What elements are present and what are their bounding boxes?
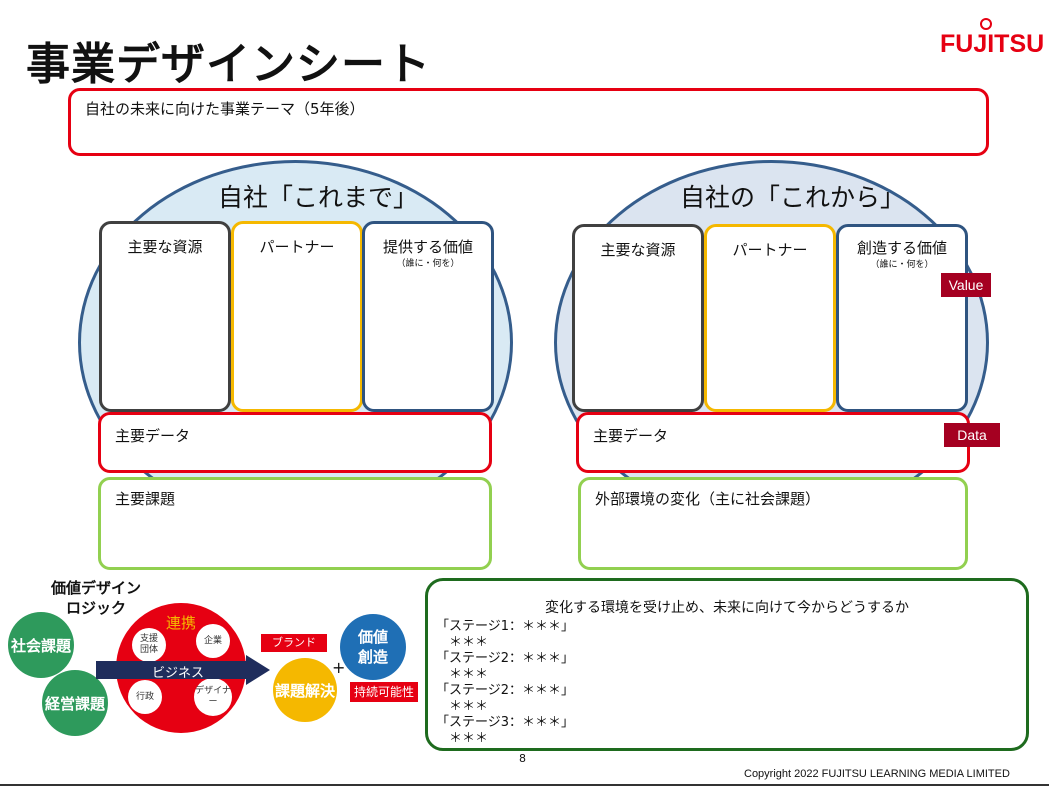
right-env-box[interactable]: 外部環境の変化（主に社会課題） (578, 477, 968, 570)
company-circle: 企業 (196, 624, 230, 658)
designer-circle: デザイナー (194, 678, 232, 716)
page-title: 事業デザインシート (26, 39, 431, 90)
logic-title: 価値デザイン ロジック (40, 578, 152, 618)
right-resources-label: 主要な資源 (600, 241, 676, 259)
logic-title-line1: 価値デザイン (50, 579, 141, 597)
stage-line: 「ステージ2：＊＊＊」 (436, 651, 575, 666)
left-value-label: 提供する価値 (382, 238, 473, 256)
stage-line: ＊＊＊ (436, 635, 489, 650)
right-circle-title: 自社の「これから」 (680, 183, 906, 212)
value-creation-line1: 価値 (357, 628, 388, 646)
right-env-label: 外部環境の変化（主に社会課題） (595, 490, 821, 508)
stage-line: 「ステージ3：＊＊＊」 (436, 715, 575, 730)
government-circle: 行政 (128, 680, 162, 714)
social-issues-circle: 社会課題 (8, 612, 74, 678)
stage-line: ＊＊＊ (436, 731, 489, 746)
business-label: ビジネス (152, 666, 205, 681)
footer-divider (0, 784, 1049, 786)
right-partner-label: パートナー (732, 241, 808, 259)
left-data-label: 主要データ (115, 427, 191, 445)
logo-text: FUJITSU (940, 30, 1045, 58)
right-partner-box[interactable]: パートナー (704, 224, 836, 412)
left-resources-box[interactable]: 主要な資源 (99, 221, 231, 412)
left-value-sub: （誰に・何を） (396, 259, 460, 269)
right-value-box[interactable]: 創造する価値 （誰に・何を） (836, 224, 968, 412)
stage-line: ＊＊＊ (436, 699, 489, 714)
left-data-box[interactable]: 主要データ (98, 412, 492, 473)
logo-infinity-icon (980, 18, 992, 30)
right-value-sub: （誰に・何を） (870, 260, 934, 270)
right-value-label: 創造する価値 (856, 239, 947, 257)
left-circle-title: 自社「これまで」 (218, 183, 419, 212)
right-data-label: 主要データ (593, 427, 669, 445)
collaboration-label: 連携 (166, 614, 197, 632)
management-issues-circle: 経営課題 (42, 670, 108, 736)
stages-heading: 変化する環境を受け止め、未来に向けて今からどうするか (545, 600, 909, 616)
page-number: 8 (519, 752, 526, 765)
left-partner-label: パートナー (259, 238, 335, 256)
stage-line: 「ステージ2：＊＊＊」 (436, 683, 575, 698)
logic-title-line2: ロジック (65, 599, 126, 617)
fujitsu-logo: FUJITSU (940, 18, 1045, 59)
business-theme-box[interactable]: 自社の未来に向けた事業テーマ（5年後） (68, 88, 989, 156)
right-resources-box[interactable]: 主要な資源 (572, 224, 704, 412)
support-group-circle: 支援 団体 (132, 628, 166, 662)
business-theme-label: 自社の未来に向けた事業テーマ（5年後） (85, 100, 365, 118)
value-creation-circle: 価値 創造 (340, 614, 406, 680)
support-group-label: 支援 団体 (139, 634, 158, 655)
stages-list: 「ステージ1：＊＊＊」 ＊＊＊ 「ステージ2：＊＊＊」 ＊＊＊ 「ステージ2：＊… (436, 619, 574, 747)
left-issues-box[interactable]: 主要課題 (98, 477, 492, 570)
stages-box[interactable]: 変化する環境を受け止め、未来に向けて今からどうするか 「ステージ1：＊＊＊」 ＊… (425, 578, 1029, 751)
value-tag: Value (941, 273, 991, 297)
stage-line: 「ステージ1：＊＊＊」 (436, 619, 575, 634)
plus-sign: + (332, 658, 346, 677)
left-partner-box[interactable]: パートナー (231, 221, 363, 412)
data-tag: Data (944, 423, 1000, 447)
problem-solving-circle: 課題解決 (273, 658, 337, 722)
right-data-box[interactable]: 主要データ (576, 412, 970, 473)
stage-line: ＊＊＊ (436, 667, 489, 682)
value-creation-line2: 創造 (357, 648, 388, 666)
sustainability-tag: 持続可能性 (350, 682, 418, 702)
left-resources-label: 主要な資源 (127, 238, 203, 256)
brand-tag: ブランド (261, 634, 327, 652)
copyright: Copyright 2022 FUJITSU LEARNING MEDIA LI… (744, 768, 1010, 780)
business-arrow-icon (96, 655, 270, 685)
left-issues-label: 主要課題 (115, 490, 176, 508)
left-value-box[interactable]: 提供する価値 （誰に・何を） (362, 221, 494, 412)
